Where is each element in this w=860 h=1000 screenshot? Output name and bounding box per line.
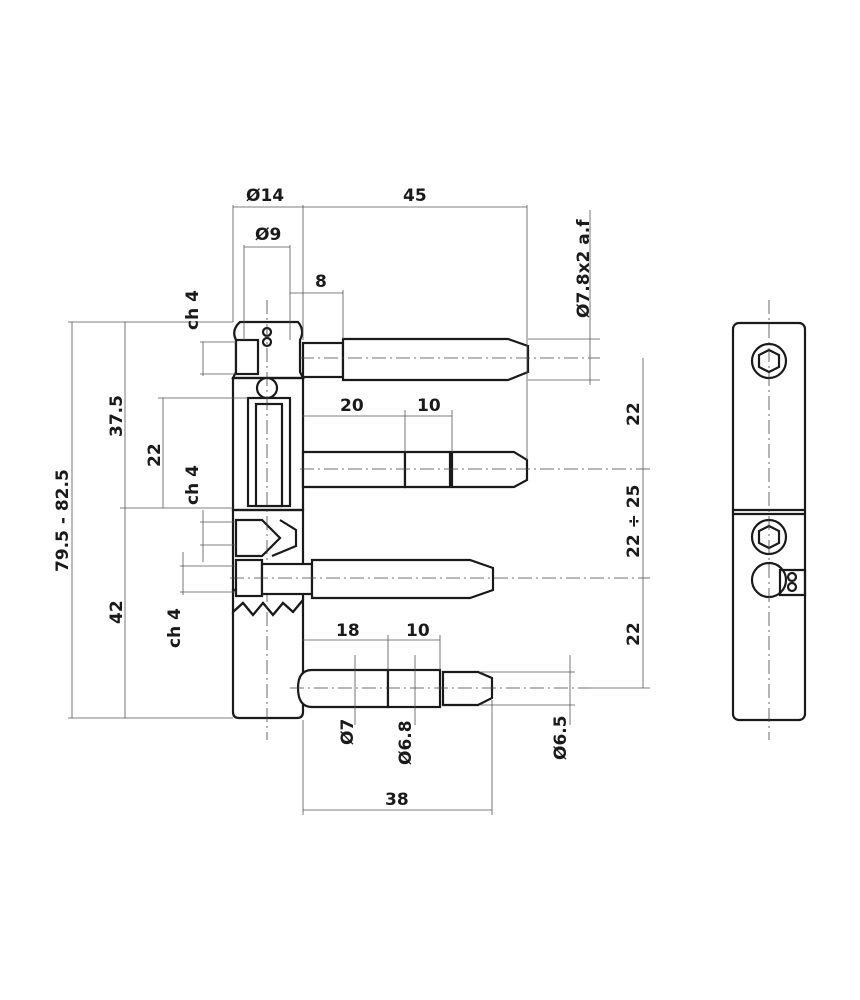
dim-d7: Ø7 <box>338 719 358 745</box>
dim-42: 42 <box>107 600 127 624</box>
dim-37-5: 37.5 <box>107 395 127 437</box>
dim-18: 18 <box>336 621 360 641</box>
dim-38: 38 <box>385 790 409 810</box>
dim-20: 20 <box>340 396 364 416</box>
dim-d6-8: Ø6.8 <box>396 720 416 765</box>
dim-10-upper: 10 <box>417 396 441 416</box>
dim-overall-height: 79.5 - 82.5 <box>53 469 73 572</box>
pin-4 <box>290 668 590 709</box>
dim-ch4-top: ch 4 <box>183 290 203 330</box>
dim-ch4-low: ch 4 <box>165 608 185 648</box>
dim-22-right-lower: 22 <box>624 622 644 646</box>
dim-10-lower: 10 <box>406 621 430 641</box>
dim-22-25: 22 ÷ 25 <box>624 485 644 558</box>
dim-22-right-upper: 22 <box>624 402 644 426</box>
pin-1 <box>300 337 600 382</box>
dim-d9: Ø9 <box>255 225 281 245</box>
dim-across-flats: Ø7.8x2 a.f <box>574 219 594 318</box>
hinge-side-view <box>731 300 807 740</box>
pin-2 <box>300 450 650 489</box>
dim-22-left: 22 <box>145 443 165 467</box>
pin-3 <box>230 558 650 600</box>
dim-8: 8 <box>315 272 327 292</box>
dimension-lines <box>68 205 650 815</box>
dim-ch4-mid: ch 4 <box>183 465 203 505</box>
dim-d14: Ø14 <box>246 186 284 206</box>
hinge-body-front <box>231 300 305 740</box>
dim-45: 45 <box>403 186 427 206</box>
dim-d6-5: Ø6.5 <box>551 715 571 760</box>
